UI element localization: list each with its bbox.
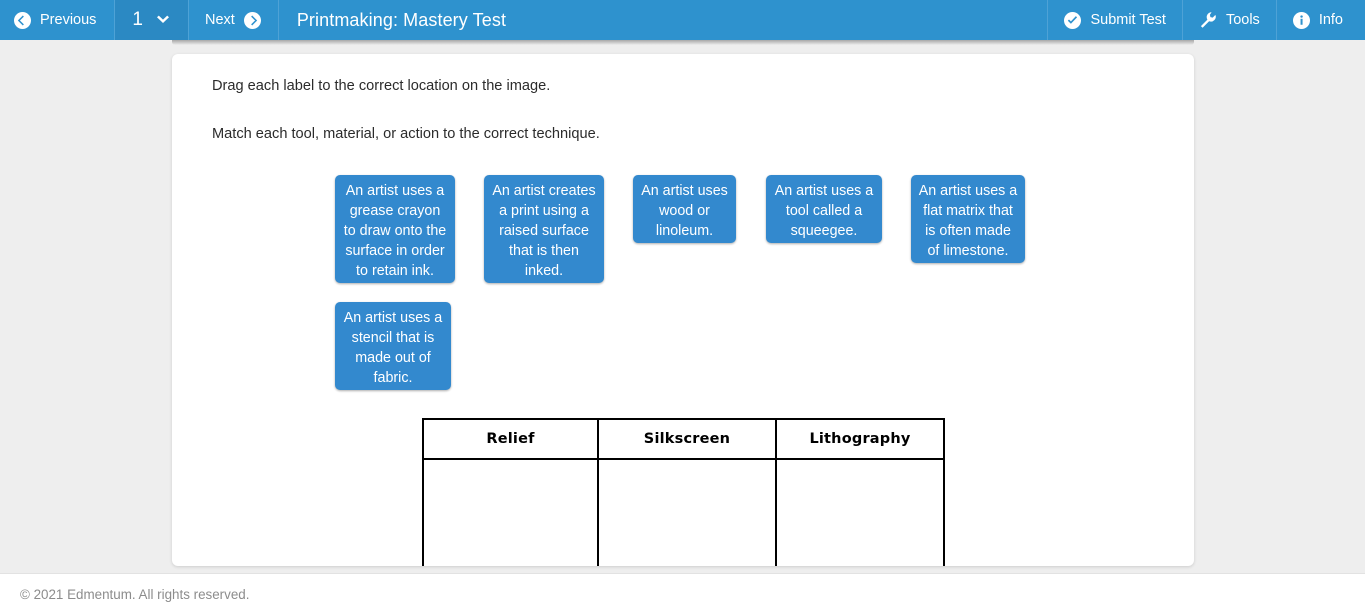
submit-test-label: Submit Test: [1090, 12, 1166, 28]
draggable-label-text: An artist uses a flat matrix that is oft…: [918, 183, 1018, 259]
page-title: Printmaking: Mastery Test: [296, 9, 507, 30]
tools-label: Tools: [1225, 12, 1260, 28]
page-footer: © 2021 Edmentum. All rights reserved.: [0, 573, 1365, 613]
column-header-lithography: Lithography: [775, 418, 945, 460]
info-label: Info: [1318, 12, 1343, 28]
page-number-dropdown[interactable]: 1: [115, 0, 189, 40]
submit-test-button[interactable]: Submit Test: [1047, 0, 1182, 40]
next-button-label: Next: [205, 12, 235, 28]
drop-zone-silkscreen[interactable]: [597, 458, 777, 566]
check-circle-icon: [1064, 11, 1082, 29]
previous-button[interactable]: Previous: [0, 0, 116, 40]
info-circle-icon: [1292, 11, 1310, 29]
instructions-block: Drag each label to the correct location …: [212, 76, 1112, 145]
draggable-label-text: An artist creates a print using a raised…: [492, 183, 596, 279]
technique-drop-table: Relief Silkscreen Lithography: [422, 418, 945, 566]
instruction-line-2: Match each tool, material, or action to …: [212, 126, 600, 143]
copyright-text: © 2021 Edmentum. All rights reserved.: [20, 587, 250, 602]
draggable-label[interactable]: An artist creates a print using a raised…: [484, 175, 604, 283]
table-row: [422, 458, 945, 566]
column-header-relief: Relief: [422, 418, 599, 460]
draggable-label-text: An artist uses a grease crayon to draw o…: [343, 183, 447, 279]
chevron-down-icon: [156, 15, 170, 25]
drop-zone-lithography[interactable]: [775, 458, 945, 566]
draggable-label[interactable]: An artist uses a tool called a squeegee.: [766, 175, 882, 243]
draggable-label[interactable]: An artist uses a grease crayon to draw o…: [335, 175, 455, 283]
top-navigation-bar: Previous 1 Next Printmaking: Mastery Tes…: [0, 0, 1365, 40]
instruction-line-1: Drag each label to the correct location …: [212, 78, 551, 94]
draggable-label[interactable]: An artist uses a flat matrix that is oft…: [911, 175, 1025, 263]
draggable-label-text: An artist uses wood or linoleum.: [641, 183, 728, 239]
next-button[interactable]: Next: [189, 0, 279, 40]
draggable-label[interactable]: An artist uses a stencil that is made ou…: [335, 302, 451, 390]
info-button[interactable]: Info: [1275, 0, 1365, 40]
arrow-right-circle-icon: [243, 11, 261, 29]
column-header-silkscreen: Silkscreen: [597, 418, 777, 460]
page-number-value: 1: [132, 9, 143, 30]
draggable-label[interactable]: An artist uses wood or linoleum.: [633, 175, 736, 243]
previous-button-label: Previous: [40, 12, 97, 28]
draggable-label-text: An artist uses a stencil that is made ou…: [343, 310, 443, 386]
nav-right-group: Submit Test Tools Info: [1047, 0, 1365, 40]
question-content-card: Drag each label to the correct location …: [172, 54, 1194, 566]
table-header-row: Relief Silkscreen Lithography: [422, 418, 945, 460]
tools-button[interactable]: Tools: [1181, 0, 1276, 40]
wrench-icon: [1199, 11, 1217, 29]
draggable-label-text: An artist uses a tool called a squeegee.: [774, 183, 874, 239]
card-top-shadow: [172, 40, 1194, 45]
arrow-left-circle-icon: [14, 11, 31, 29]
draggable-label-area: An artist uses a grease crayon to draw o…: [172, 54, 1194, 566]
drop-zone-relief[interactable]: [422, 458, 599, 566]
